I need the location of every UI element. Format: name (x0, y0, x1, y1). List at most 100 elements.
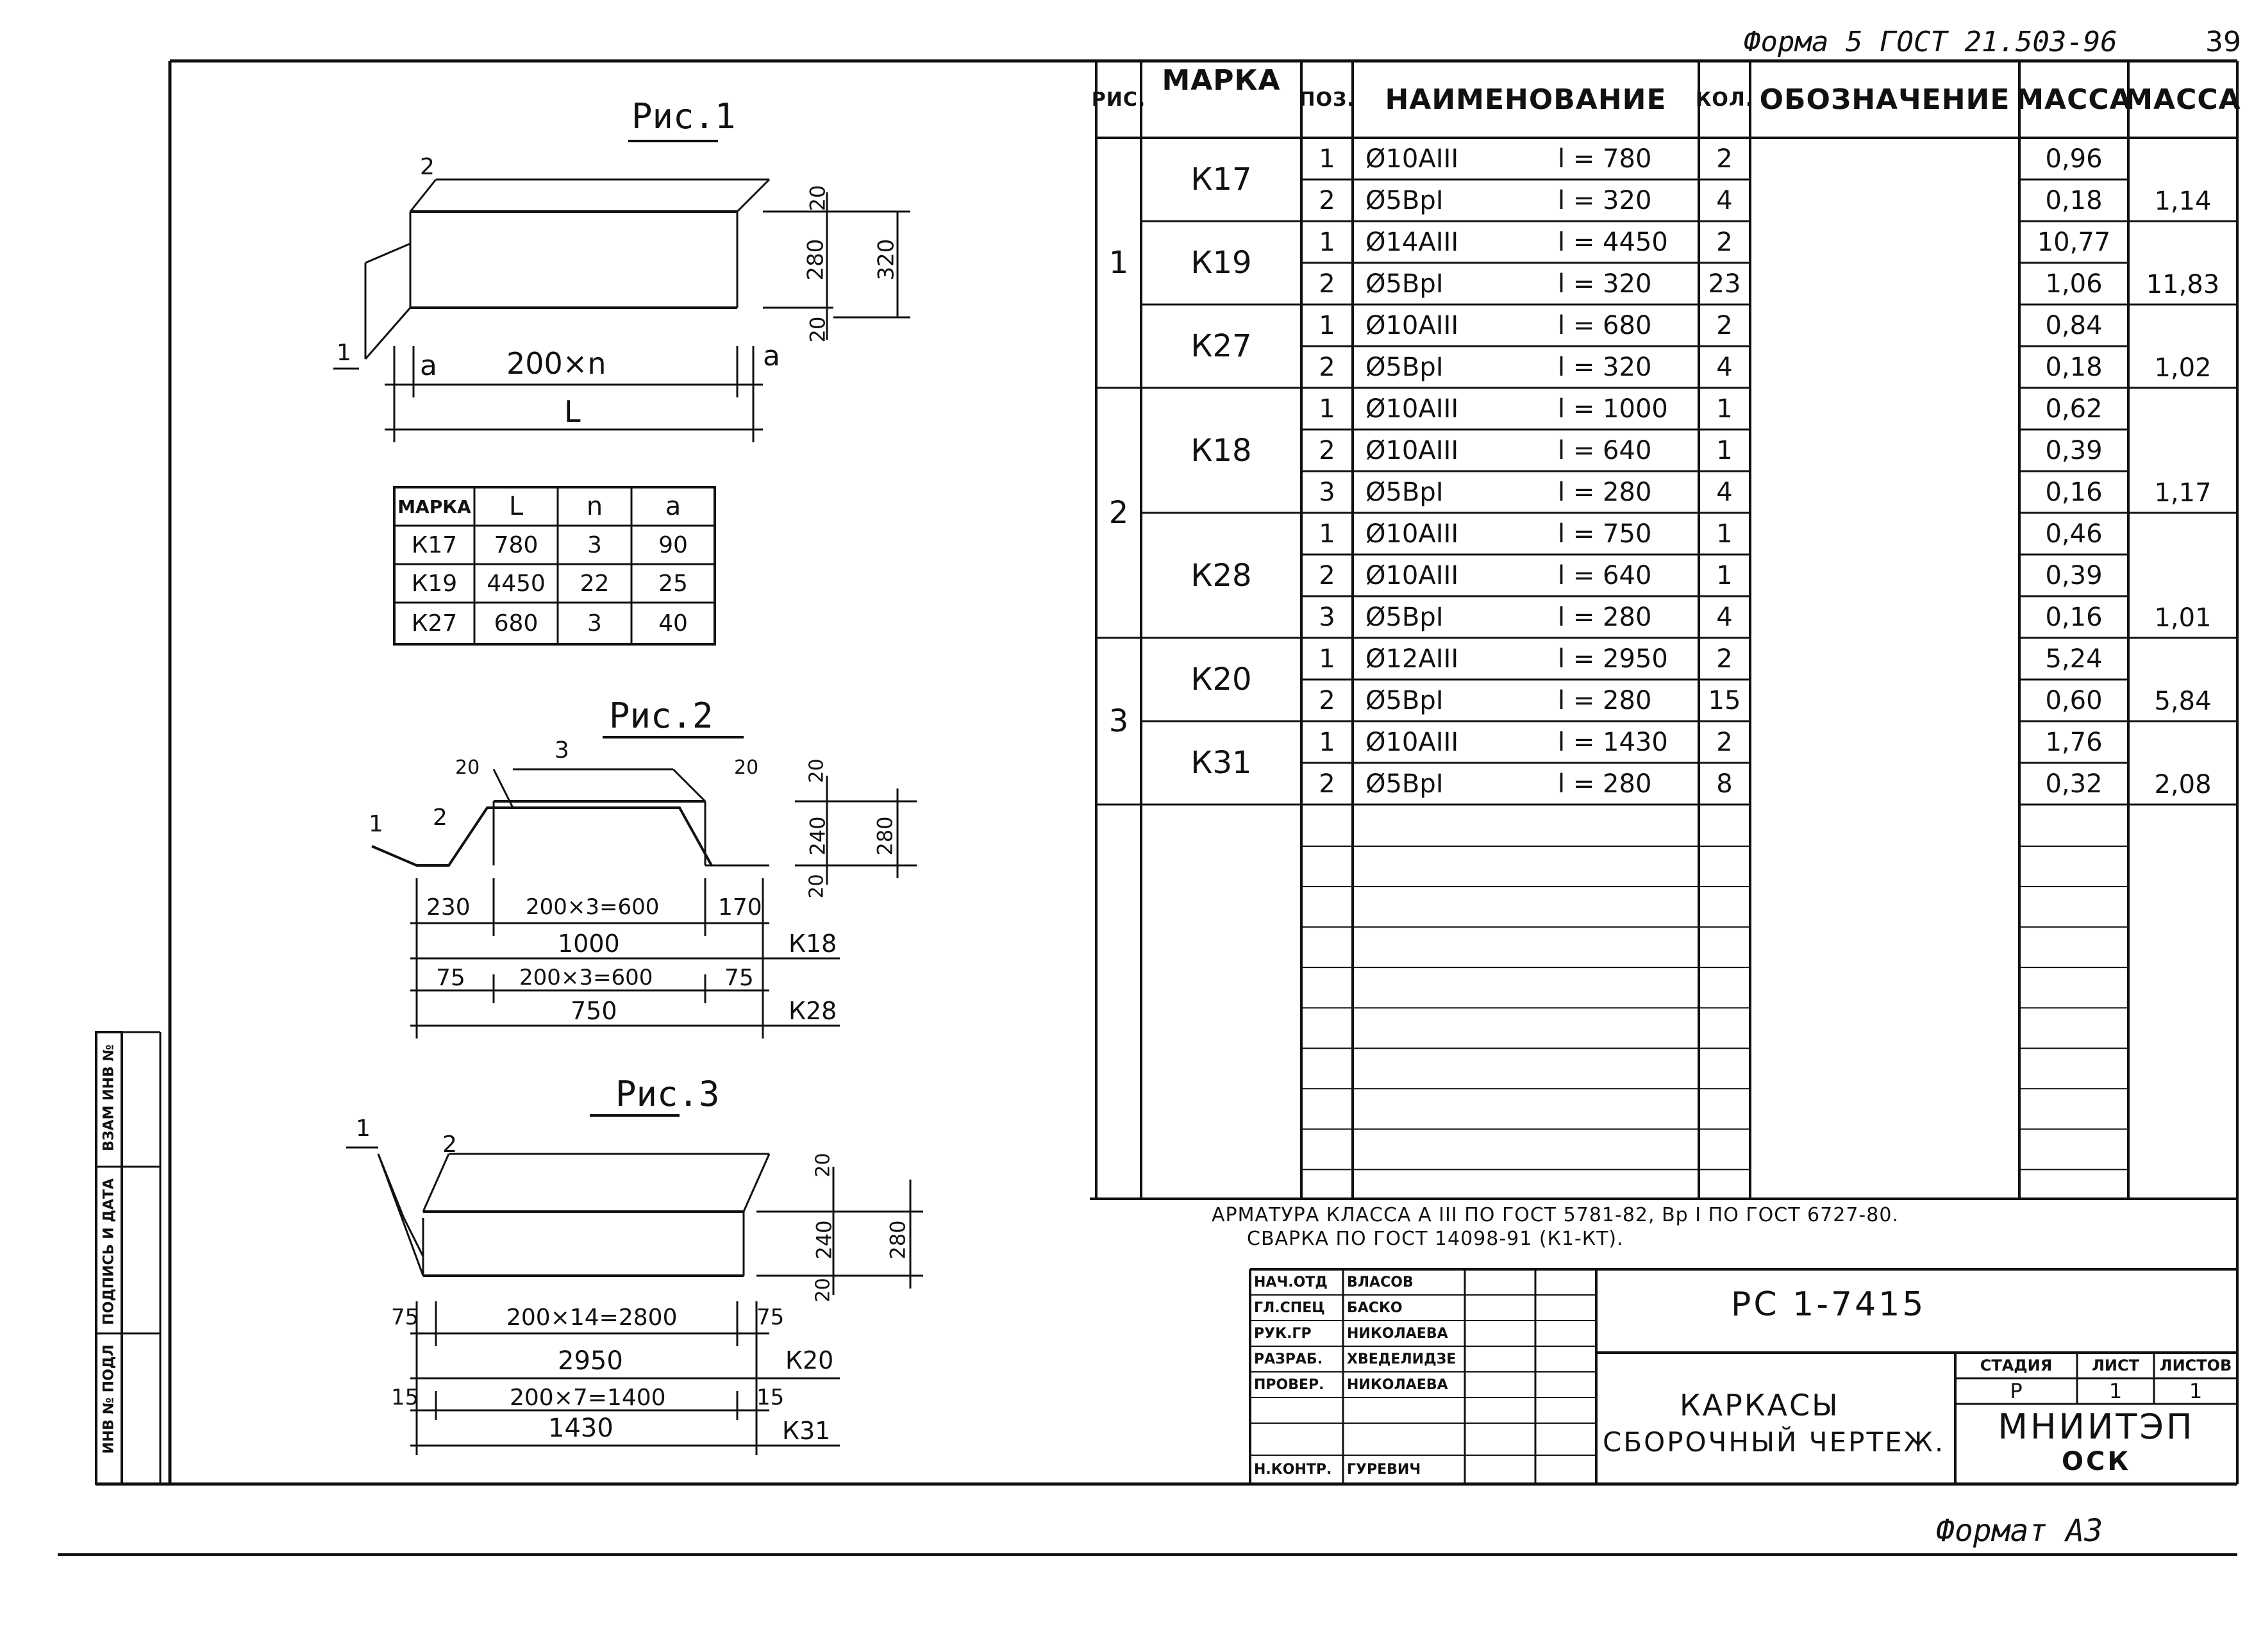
spec-length: l = 680 (1558, 310, 1652, 340)
fig3-r1b: 200×14=2800 (506, 1305, 678, 1331)
organization-sub: ОСК (2061, 1447, 2132, 1476)
spec-total-mass: 1,02 (2154, 353, 2212, 383)
fig3-r2b: 200×7=1400 (510, 1385, 666, 1411)
spec-qty: 4 (1716, 477, 1733, 507)
figure-1-drawing (333, 140, 910, 646)
fig1-cell: 3 (587, 531, 602, 558)
fig3-pos2: 2 (442, 1131, 457, 1158)
spec-total-mass: 1,17 (2154, 478, 2212, 508)
spec-qty: 2 (1716, 727, 1733, 757)
fig2-r1mark: К18 (789, 930, 837, 958)
spec-qty: 4 (1716, 602, 1733, 632)
fig1-dim-a-left: a (420, 349, 437, 382)
spec-length: l = 750 (1558, 519, 1652, 549)
fig1-dim-mid: 200×n (506, 346, 606, 381)
page-number: 39 (2205, 26, 2241, 58)
sheet-header: ЛИСТ (2091, 1356, 2139, 1374)
spec-mass: 0,46 (2045, 519, 2103, 549)
spec-grid (1090, 61, 2239, 1484)
stage-value: Р (2010, 1379, 2023, 1403)
side-stamp-replace: ВЗАМ ИНВ № (101, 1044, 117, 1151)
fig2-dim240: 240 (805, 816, 830, 856)
spec-pos: 1 (1319, 144, 1335, 174)
sheets-header: ЛИСТОВ (2159, 1356, 2232, 1374)
format-note: Формат А3 (1936, 1513, 2103, 1549)
spec-length: l = 320 (1558, 185, 1652, 215)
spec-pos: 2 (1319, 352, 1335, 382)
spec-bar: Ø12АIII (1365, 644, 1459, 674)
spec-bar: Ø14АIII (1365, 227, 1459, 257)
fig1-dim-320: 320 (873, 238, 899, 281)
spec-mark: К19 (1190, 245, 1252, 281)
spec-length: l = 280 (1558, 769, 1652, 799)
spec-bar: Ø10АIII (1365, 560, 1459, 590)
tb-name: НИКОЛАЕВА (1347, 1376, 1448, 1393)
tb-role: ГЛ.СПЕЦ (1254, 1299, 1325, 1316)
fig2-r2b: 200×3=600 (519, 965, 653, 990)
spec-mass: 0,18 (2045, 185, 2103, 215)
fig3-dim280: 280 (885, 1220, 910, 1260)
spec-length: l = 640 (1558, 435, 1652, 465)
spec-bar: Ø5ВрI (1365, 352, 1444, 382)
fig2-dim20b: 20 (734, 756, 759, 779)
fig1-cell: 680 (494, 610, 538, 637)
fig3-r1mark: К20 (785, 1346, 834, 1374)
drawing-title-1: КАРКАСЫ (1680, 1388, 1840, 1423)
tb-role: Н.КОНТР. (1254, 1462, 1332, 1478)
spec-fig: 2 (1108, 495, 1129, 531)
spec-rowlines (1096, 178, 2237, 1171)
spec-length: l = 320 (1558, 352, 1652, 382)
spec-pos: 1 (1319, 644, 1335, 674)
spec-bar: Ø10АIII (1365, 727, 1459, 757)
spec-bar: Ø10АIII (1365, 519, 1459, 549)
spec-mass: 0,62 (2045, 394, 2103, 424)
spec-length: l = 1000 (1558, 394, 1668, 424)
sheets-value: 1 (2189, 1379, 2203, 1403)
spec-total-mass: 2,08 (2154, 770, 2212, 799)
spec-mass: 0,84 (2045, 310, 2103, 340)
stage-header: СТАДИЯ (1980, 1356, 2053, 1374)
fig1-cell: 40 (658, 610, 688, 637)
spec-mass: 0,16 (2045, 477, 2103, 507)
note-line-1: АРМАТУРА КЛАССА А III ПО ГОСТ 5781-82, В… (1212, 1204, 1899, 1226)
spec-pos: 1 (1319, 310, 1335, 340)
spec-bar: Ø10АIII (1365, 435, 1459, 465)
side-stamp-inv: ИНВ № ПОДЛ (101, 1344, 117, 1454)
fig1-cell: 90 (658, 531, 688, 558)
spec-length: l = 1430 (1558, 727, 1668, 757)
spec-bar: Ø10АIII (1365, 394, 1459, 424)
spec-th-designation: ОБОЗНАЧЕНИЕ (1759, 83, 2010, 116)
figure-1-title: Рис.1 (631, 96, 736, 137)
doc-code: РС 1-7415 (1731, 1285, 1926, 1324)
fig2-r2c: 75 (724, 965, 754, 991)
fig3-dim20b: 20 (812, 1278, 835, 1303)
spec-mass: 5,24 (2045, 644, 2103, 674)
spec-mass: 0,96 (2045, 144, 2103, 174)
fig2-pos2: 2 (433, 805, 447, 831)
tb-name: ВЛАСОВ (1347, 1274, 1414, 1290)
tb-role: ПРОВЕР. (1254, 1376, 1324, 1393)
spec-pos: 1 (1319, 519, 1335, 549)
fig1-cell: К19 (411, 570, 458, 597)
figure-2-title: Рис.2 (609, 696, 714, 736)
spec-fig: 3 (1108, 703, 1129, 739)
spec-length: l = 280 (1558, 685, 1652, 715)
spec-th-mark: МАРКА (1162, 63, 1281, 97)
spec-mass: 1,76 (2045, 727, 2103, 757)
spec-bar: Ø5ВрI (1365, 602, 1444, 632)
spec-pos: 2 (1319, 185, 1335, 215)
sheet-value: 1 (2108, 1379, 2123, 1403)
fig2-dim20d: 20 (805, 874, 828, 899)
note-line-2: СВАРКА ПО ГОСТ 14098-91 (К1-КТ). (1247, 1228, 1624, 1250)
spec-length: l = 4450 (1558, 227, 1668, 257)
spec-length: l = 780 (1558, 144, 1652, 174)
spec-mass: 0,39 (2045, 560, 2103, 590)
fig2-r2mark: К28 (789, 997, 837, 1025)
spec-length: l = 280 (1558, 602, 1652, 632)
fig1-dim-20-bot: 20 (805, 316, 830, 343)
tb-role (1250, 1398, 1343, 1423)
spec-fig: 1 (1108, 245, 1129, 281)
tb-name: ГУРЕВИЧ (1347, 1462, 1421, 1478)
fig2-r2a: 75 (436, 965, 465, 991)
